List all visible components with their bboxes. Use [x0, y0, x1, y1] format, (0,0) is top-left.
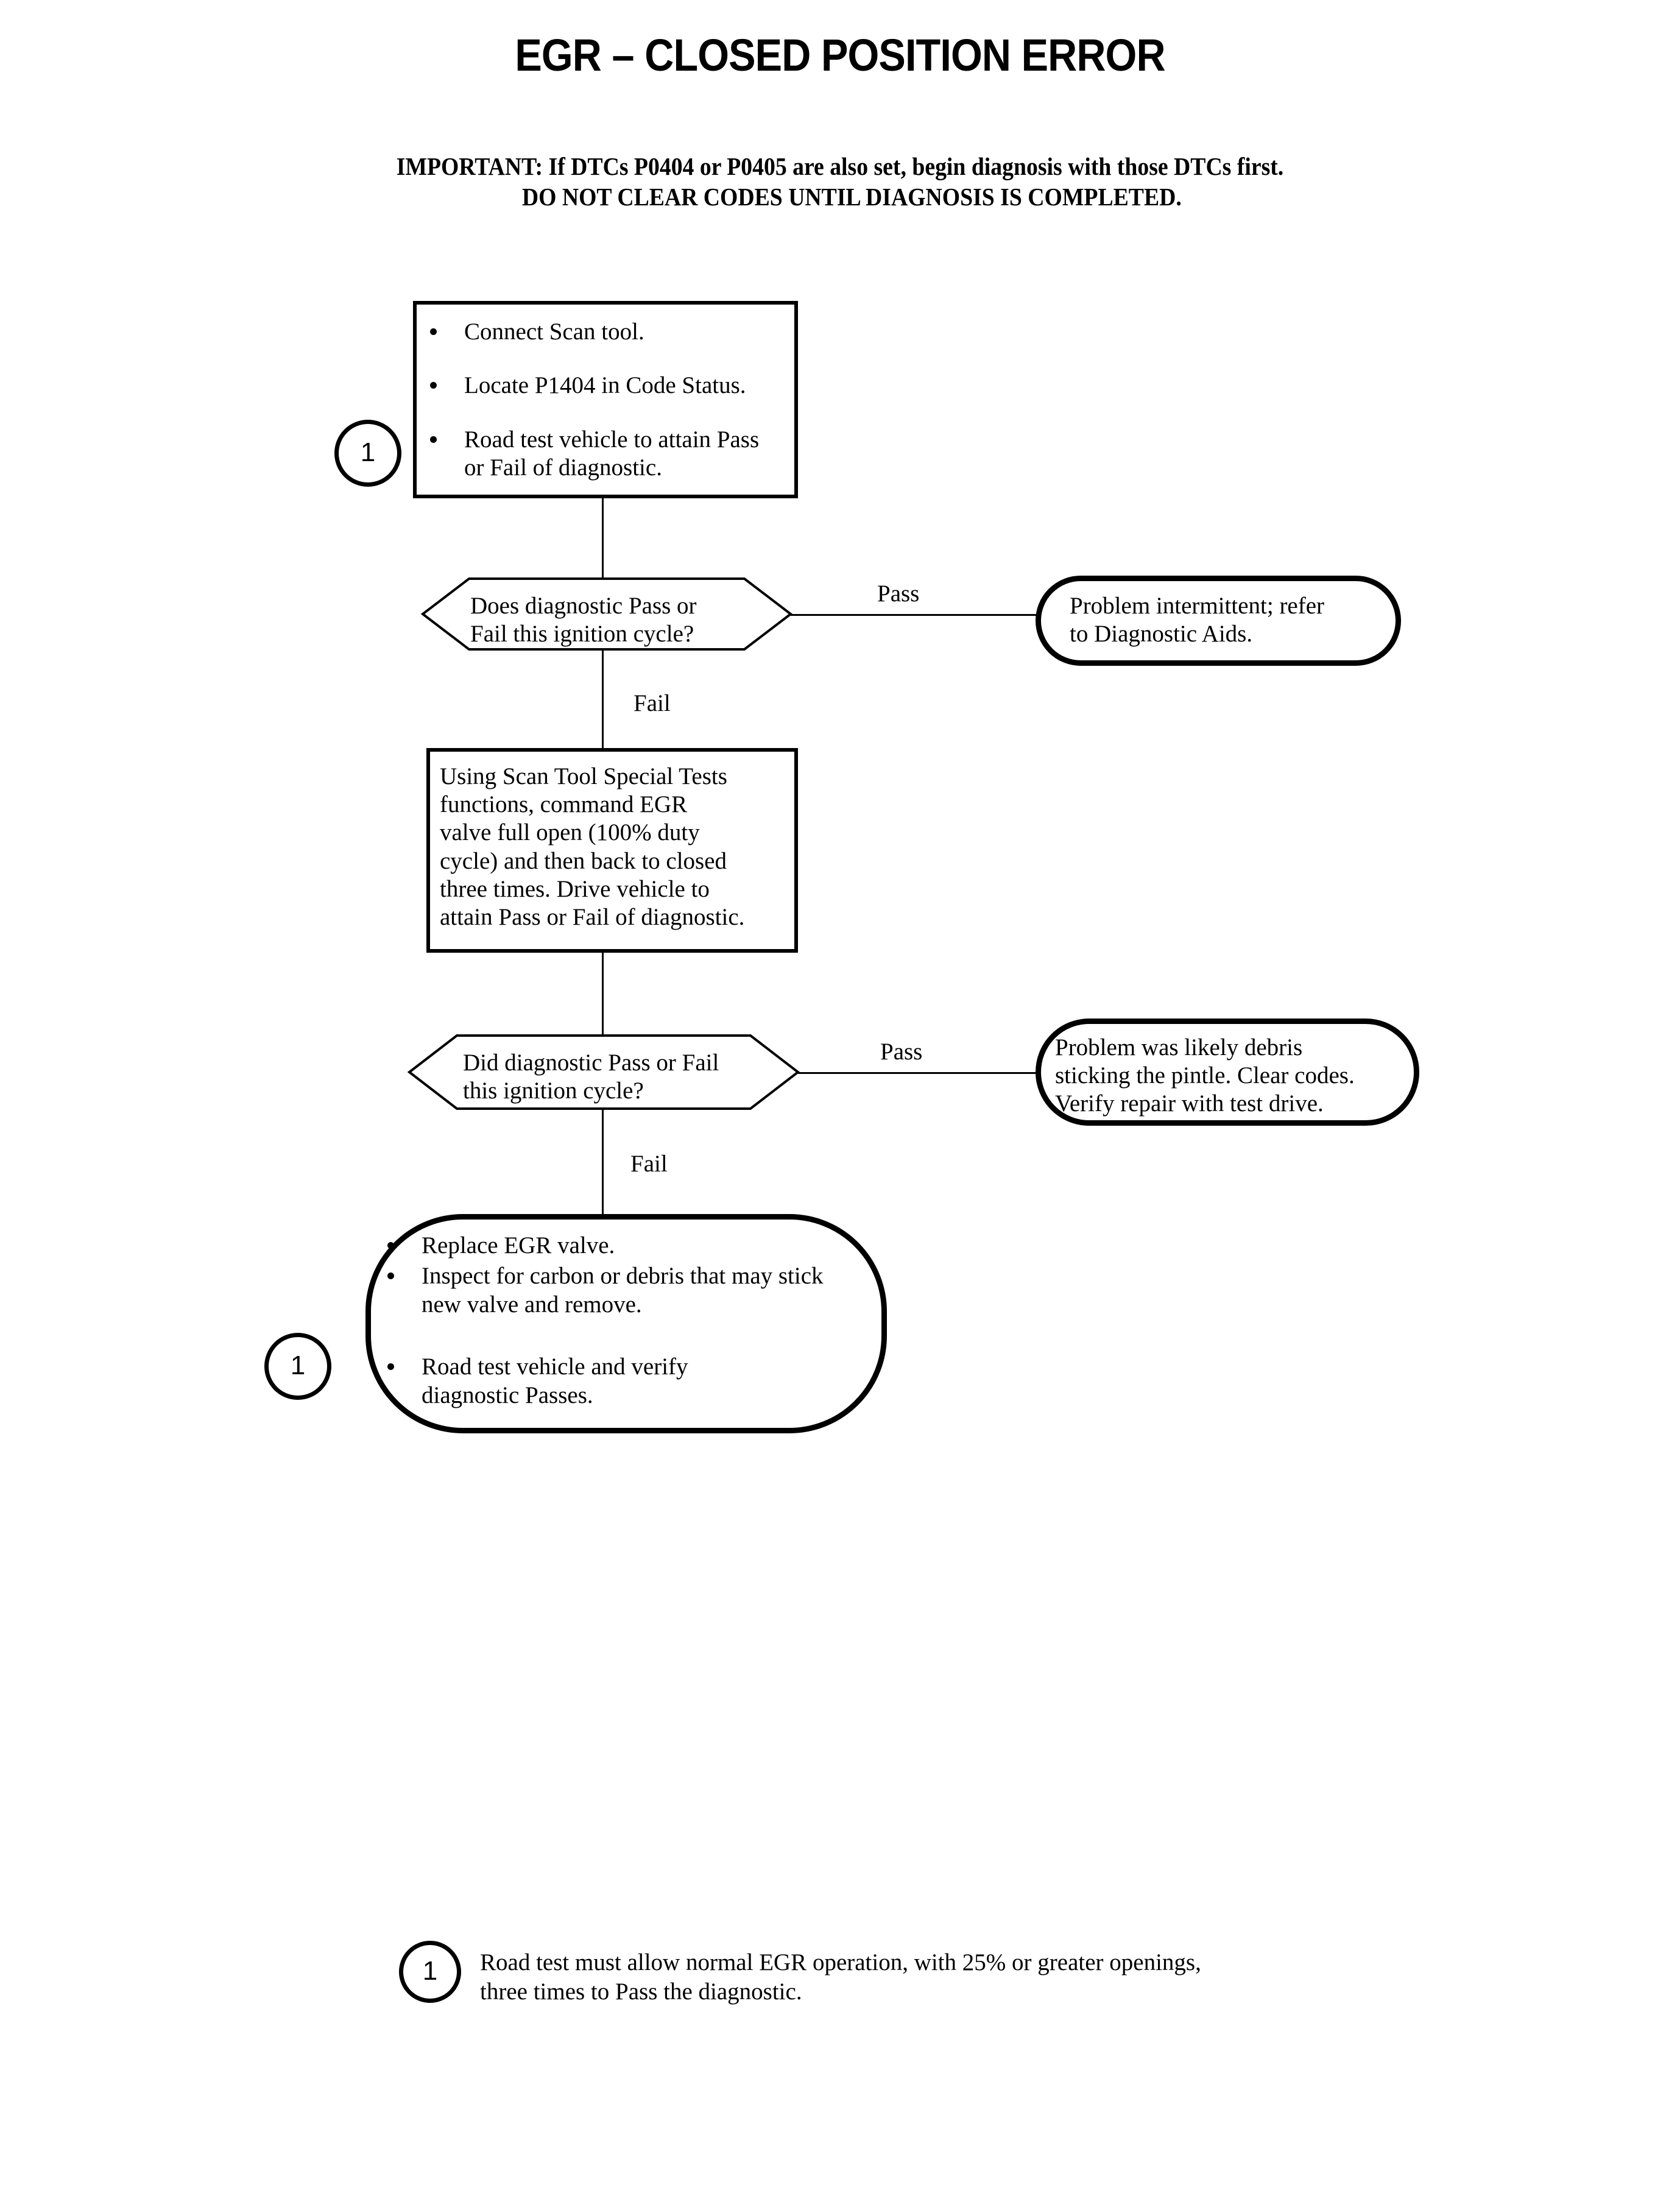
step-3-bullet-3: Road test vehicle and verify diagnostic … [422, 1354, 688, 1408]
important-label: IMPORTANT: [396, 152, 543, 180]
decision-2-text: Did diagnostic Pass or Fail this ignitio… [463, 1049, 768, 1106]
step-2-line-3: valve full open (100% duty [440, 819, 700, 846]
step-2-line-2: functions, command EGR [440, 791, 688, 818]
decision-1-line-2: Fail this ignition cycle? [470, 621, 694, 648]
important-line1: If DTCs P0404 or P0405 are also set, beg… [548, 152, 1284, 180]
step-2-line-6: attain Pass or Fail of diagnostic. [440, 904, 745, 931]
result-2-text: Problem was likely debris sticking the p… [1055, 1034, 1402, 1118]
step-1-bullet-1: Connect Scan tool. [464, 319, 644, 345]
list-item: Replace EGR valve. [384, 1232, 865, 1260]
edge-label-fail-2: Fail [630, 1151, 668, 1177]
step-2-line-1: Using Scan Tool Special Tests [440, 763, 727, 789]
process-box-step-2 [426, 748, 798, 953]
terminator-result-1 [1036, 576, 1401, 666]
edge-label-fail-1: Fail [634, 690, 671, 716]
connector-decision2-fail [602, 1110, 604, 1214]
footnote-text: Road test must allow normal EGR operatio… [480, 1948, 1394, 2006]
page-title: EGR – CLOSED POSITION ERROR [515, 30, 1165, 80]
step-2-text: Using Scan Tool Special Tests functions,… [440, 763, 793, 931]
footnote-line-2: three times to Pass the diagnostic. [480, 1978, 802, 2005]
result-1-text: Problem intermittent; refer to Diagnosti… [1070, 592, 1386, 648]
step-1-bullet-2: Locate P1404 in Code Status. [464, 372, 746, 399]
list-item: Road test vehicle and verify diagnostic … [384, 1353, 763, 1410]
footnote-line-1: Road test must allow normal EGR operatio… [480, 1949, 1201, 1975]
decision-hexagon-2 [407, 1034, 800, 1110]
result-1-line-2: to Diagnostic Aids. [1070, 621, 1253, 648]
list-item: Locate P1404 in Code Status. [426, 372, 780, 400]
connector-decision1-pass [791, 614, 1037, 616]
result-1-line-1: Problem intermittent; refer [1070, 593, 1325, 619]
connector-step1-to-decision1 [602, 498, 604, 577]
terminator-result-2 [1036, 1019, 1419, 1126]
footnote-marker-circle: 1 [399, 1941, 461, 2003]
step-1-bullet-list: Connect Scan tool. Locate P1404 in Code … [426, 318, 780, 482]
result-2-line-1: Problem was likely debris [1055, 1034, 1303, 1061]
step-3-bullet-1: Replace EGR valve. [422, 1232, 615, 1259]
decision-2-line-1: Did diagnostic Pass or Fail [463, 1050, 719, 1076]
list-item: Inspect for carbon or debris that may st… [384, 1262, 836, 1319]
step-2-line-4: cycle) and then back to closed [440, 847, 727, 874]
decision-2-line-2: this ignition cycle? [463, 1078, 644, 1104]
list-item: Road test vehicle to attain Pass or Fail… [426, 426, 769, 482]
result-2-line-2: sticking the pintle. Clear codes. [1055, 1062, 1355, 1089]
step-2-line-5: three times. Drive vehicle to [440, 875, 710, 902]
edge-label-pass-2: Pass [880, 1039, 923, 1065]
important-line2: DO NOT CLEAR CODES UNTIL DIAGNOSIS IS CO… [521, 183, 1182, 211]
terminator-step-3 [365, 1214, 887, 1433]
step-3-bullet-list: Replace EGR valve. Inspect for carbon or… [384, 1232, 865, 1410]
step-3-bullet-2: Inspect for carbon or debris that may st… [422, 1263, 824, 1318]
decision-1-line-1: Does diagnostic Pass or [470, 593, 697, 619]
connector-decision2-pass [798, 1072, 1042, 1074]
decision-hexagon-1 [420, 577, 793, 651]
reference-marker-circle-step-3: 1 [264, 1333, 331, 1400]
connector-decision1-fail [602, 651, 604, 752]
list-item: Connect Scan tool. [426, 318, 780, 346]
step-1-bullet-3: Road test vehicle to attain Pass or Fail… [464, 426, 760, 481]
result-2-line-3: Verify repair with test drive. [1055, 1090, 1324, 1117]
important-note: IMPORTANT: If DTCs P0404 or P0405 are al… [67, 151, 1612, 212]
decision-1-text: Does diagnostic Pass or Fail this igniti… [470, 592, 757, 649]
process-box-step-1 [413, 301, 798, 498]
edge-label-pass-1: Pass [877, 581, 920, 607]
reference-marker-circle-step-1: 1 [334, 420, 401, 487]
connector-step2-to-decision2 [602, 953, 604, 1034]
